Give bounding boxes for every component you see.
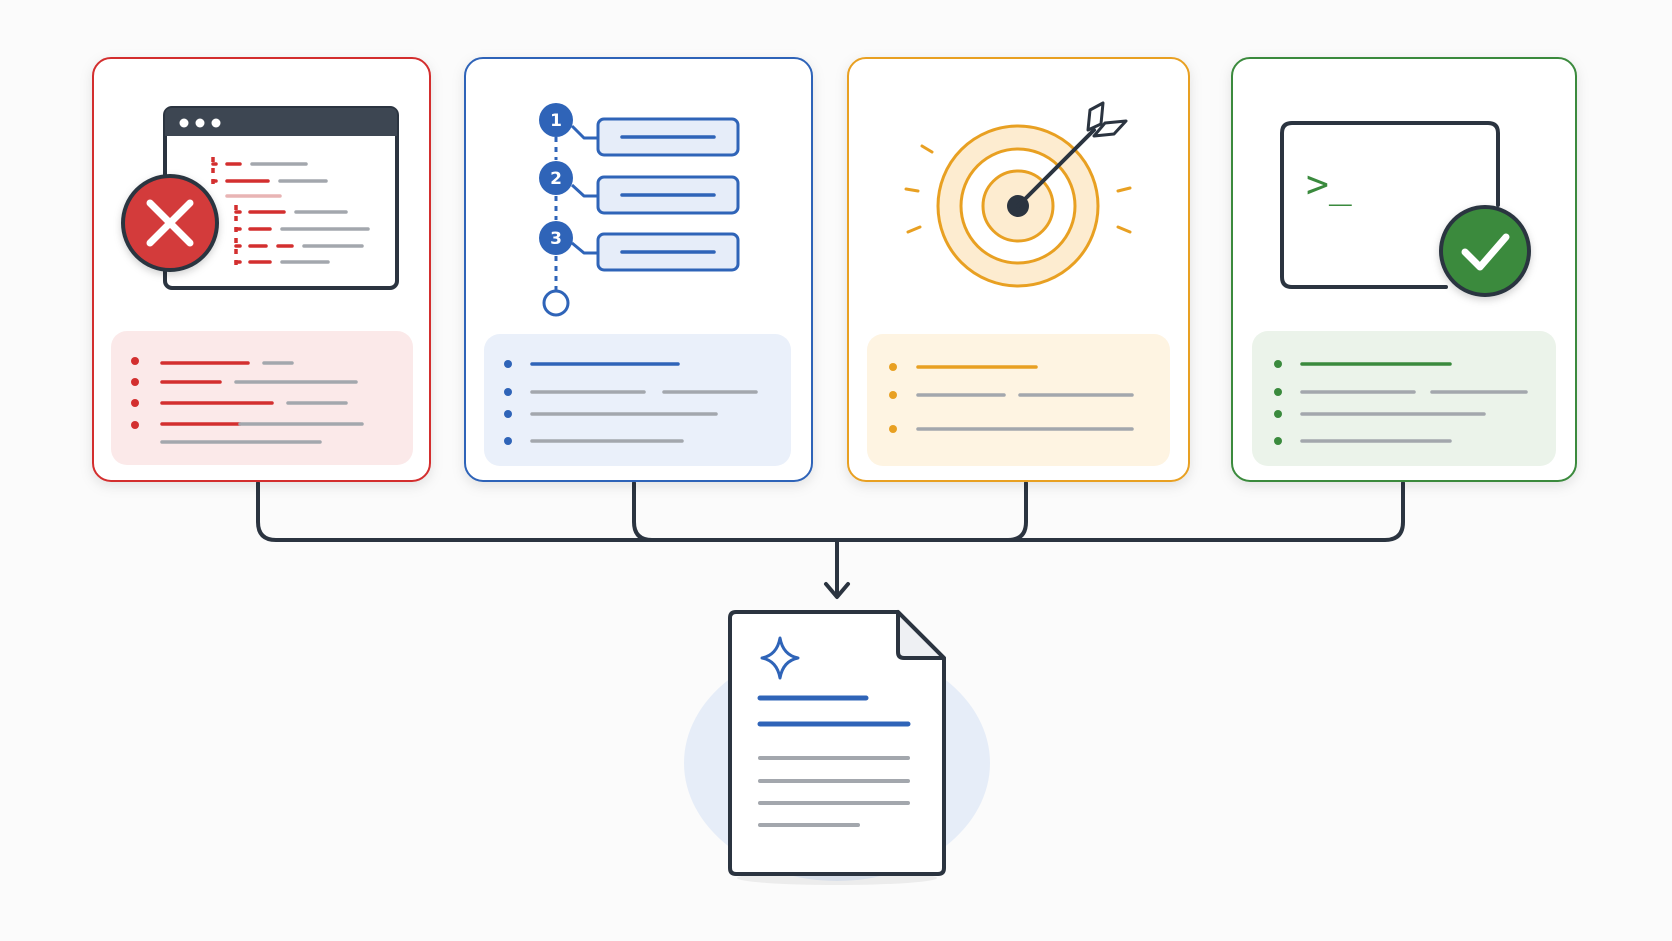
svg-text:1: 1 bbox=[550, 111, 562, 131]
connector-lines bbox=[256, 481, 1405, 599]
check-circle-icon bbox=[1439, 205, 1531, 297]
sparkle-icon bbox=[760, 636, 800, 680]
terminal-prompt: >_ bbox=[1306, 162, 1352, 207]
x-circle-icon bbox=[121, 174, 219, 272]
browser-window-with-error-icon bbox=[163, 106, 399, 290]
connector-from-target-card bbox=[1006, 481, 1028, 542]
error-card bbox=[92, 57, 431, 482]
terminal-summary-panel bbox=[1252, 331, 1556, 466]
error-summary-panel bbox=[111, 331, 413, 465]
svg-text:2: 2 bbox=[550, 169, 562, 189]
connector-from-error-card bbox=[256, 481, 1405, 542]
output-document bbox=[684, 610, 990, 885]
target-with-arrow-icon bbox=[904, 101, 1132, 288]
terminal-window-icon: >_ bbox=[1280, 121, 1500, 289]
arrow-head bbox=[824, 582, 850, 599]
svg-text:3: 3 bbox=[550, 229, 562, 249]
step-marker-3: 3 bbox=[539, 221, 573, 255]
steps-summary-panel bbox=[484, 334, 791, 466]
target-summary-panel bbox=[867, 334, 1170, 466]
step-marker-empty bbox=[542, 289, 570, 317]
document-with-sparkle-icon bbox=[728, 610, 946, 876]
target-card bbox=[847, 57, 1190, 482]
numbered-steps-icon: 1 2 3 bbox=[539, 103, 740, 317]
terminal-card: >_ bbox=[1231, 57, 1577, 482]
step-marker-1: 1 bbox=[539, 103, 573, 137]
connector-from-steps-card bbox=[632, 481, 654, 542]
steps-card: 1 2 3 bbox=[464, 57, 813, 482]
step-marker-2: 2 bbox=[539, 161, 573, 195]
